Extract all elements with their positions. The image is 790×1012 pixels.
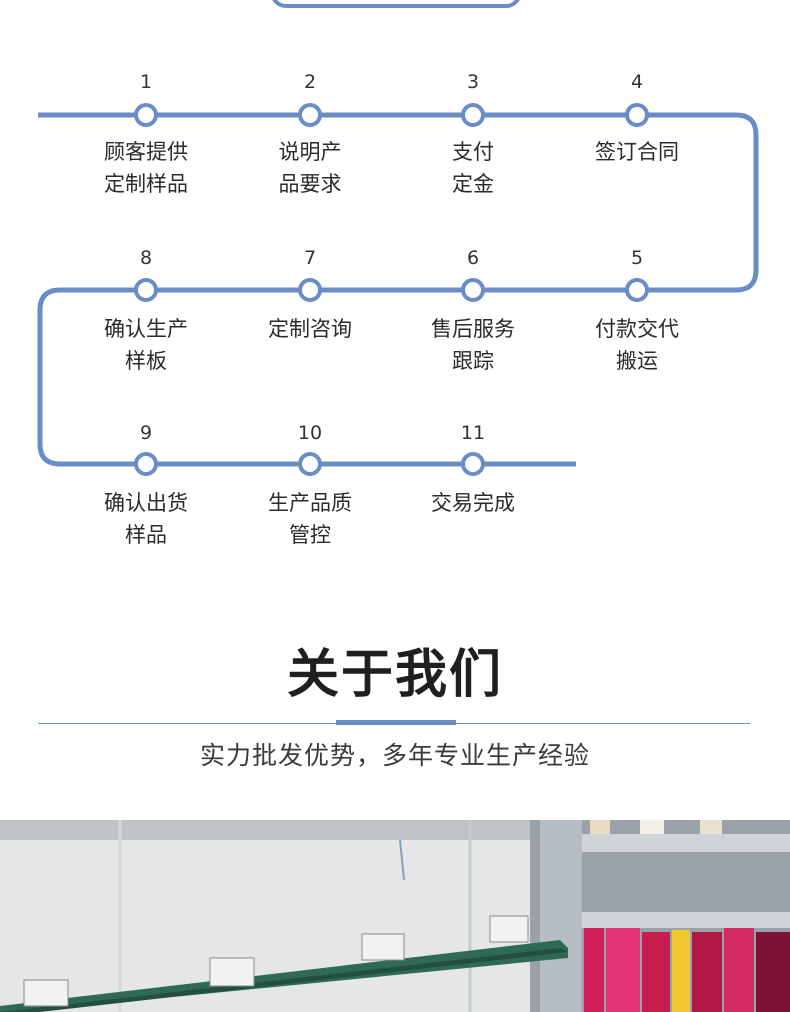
step-number: 7 bbox=[303, 247, 317, 269]
step-label: 签订合同 bbox=[595, 140, 679, 164]
about-title: 关于我们 bbox=[286, 645, 503, 705]
step-number: 5 bbox=[630, 247, 644, 269]
step-number: 11 bbox=[460, 422, 486, 444]
about-subtitle: 实力批发优势，多年专业生产经验 bbox=[199, 741, 590, 770]
about-divider-accent bbox=[336, 720, 456, 725]
step-node bbox=[298, 278, 322, 302]
step-number: 10 bbox=[297, 422, 323, 444]
step-label: 售后服务 跟踪 bbox=[431, 317, 515, 373]
step-label: 交易完成 bbox=[431, 491, 515, 515]
step-number: 1 bbox=[139, 71, 153, 93]
process-flow-line bbox=[37, 103, 759, 476]
step-number: 8 bbox=[139, 247, 153, 269]
step-node bbox=[134, 452, 158, 476]
step-number: 3 bbox=[466, 71, 480, 93]
step-node bbox=[461, 278, 485, 302]
step-label: 确认出货 样品 bbox=[104, 491, 188, 547]
step-node bbox=[298, 452, 322, 476]
step-label: 确认生产 样板 bbox=[104, 317, 188, 373]
step-node bbox=[134, 103, 158, 127]
step-node bbox=[461, 103, 485, 127]
step-node bbox=[298, 103, 322, 127]
step-node bbox=[625, 278, 649, 302]
step-label: 定制咨询 bbox=[268, 317, 352, 341]
step-number: 9 bbox=[139, 422, 153, 444]
step-label: 说明产 品要求 bbox=[278, 140, 342, 196]
step-number: 4 bbox=[630, 71, 644, 93]
factory-photo bbox=[0, 820, 790, 1012]
step-label: 付款交代 搬运 bbox=[595, 317, 679, 373]
step-label: 顾客提供 定制样品 bbox=[104, 140, 188, 196]
step-label: 生产品质 管控 bbox=[268, 491, 352, 547]
step-node bbox=[461, 452, 485, 476]
step-node bbox=[625, 103, 649, 127]
step-label: 支付 定金 bbox=[452, 140, 494, 196]
step-number: 2 bbox=[303, 71, 317, 93]
step-number: 6 bbox=[466, 247, 480, 269]
flow-path bbox=[37, 112, 759, 467]
step-node bbox=[134, 278, 158, 302]
